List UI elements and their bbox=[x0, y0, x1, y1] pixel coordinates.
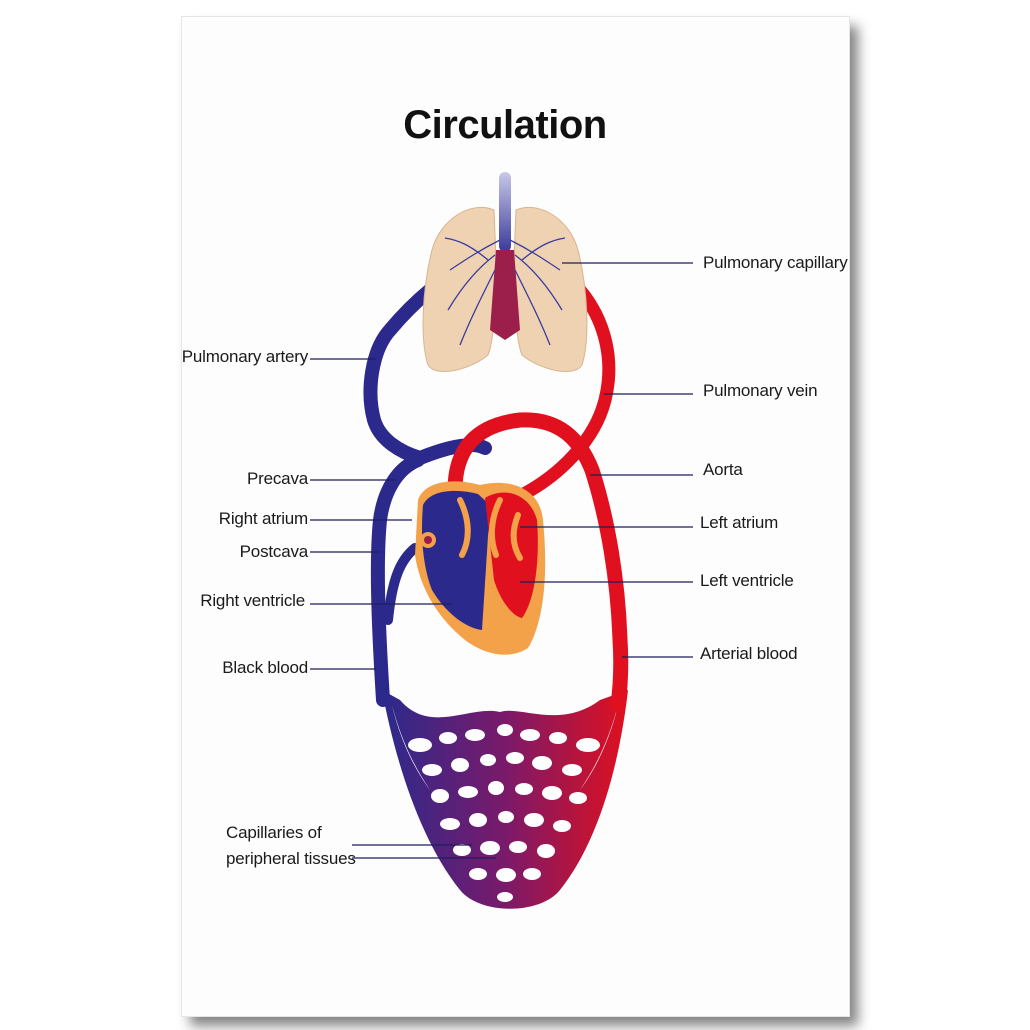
leader-lines bbox=[310, 262, 693, 859]
trachea bbox=[499, 172, 511, 252]
label-postcava: Postcava bbox=[239, 542, 309, 561]
label-right-atrium: Right atrium bbox=[218, 509, 308, 528]
label-aorta: Aorta bbox=[703, 460, 743, 479]
label-capillaries-line1: Capillaries of bbox=[226, 823, 322, 842]
heart bbox=[415, 481, 546, 655]
label-pulmonary-artery: Pulmonary artery bbox=[181, 347, 308, 366]
label-arterial-blood: Arterial blood bbox=[700, 644, 798, 663]
peripheral-capillary-bed bbox=[382, 690, 628, 909]
label-left-ventricle: Left ventricle bbox=[700, 571, 794, 590]
label-black-blood: Black blood bbox=[222, 658, 308, 677]
heart-lung-region bbox=[490, 250, 520, 340]
lungs bbox=[422, 172, 588, 373]
diagram-title: Circulation bbox=[403, 103, 607, 147]
arterial-vessels bbox=[447, 283, 629, 713]
venous-vessels bbox=[363, 283, 492, 707]
label-precava: Precava bbox=[247, 469, 308, 488]
left-heart bbox=[485, 492, 538, 618]
right-heart bbox=[422, 490, 490, 630]
label-right-ventricle: Right ventricle bbox=[200, 591, 305, 610]
label-pulmonary-capillary: Pulmonary capillary bbox=[703, 253, 848, 272]
label-left-atrium: Left atrium bbox=[700, 513, 779, 532]
label-capillaries-line2: peripheral tissues bbox=[226, 849, 356, 868]
label-pulmonary-vein: Pulmonary vein bbox=[703, 381, 818, 400]
